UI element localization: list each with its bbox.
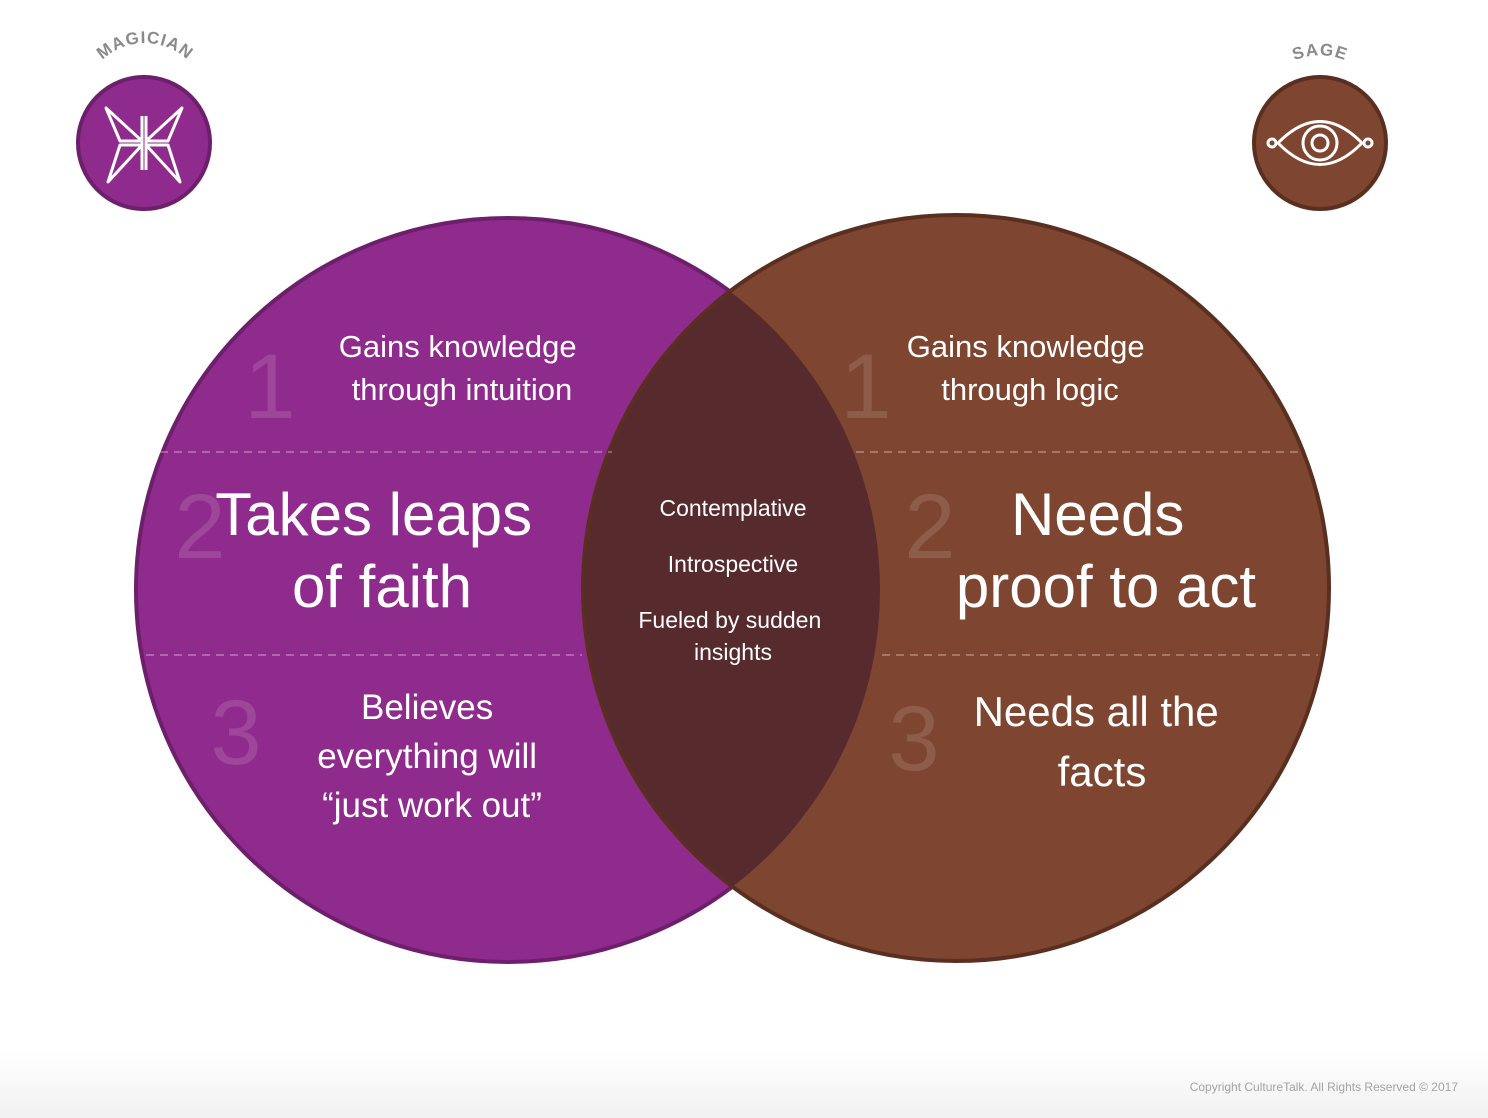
butterfly-icon (104, 106, 184, 184)
sage-badge: SAGE (1252, 40, 1388, 211)
magician-badge-circle (76, 75, 212, 211)
shared-trait-1: Contemplative (659, 495, 806, 521)
shared-traits: Contemplative Introspective Fueled by su… (638, 495, 827, 665)
shared-trait-3: Fueled by sudden insights (638, 607, 827, 665)
sage-label: SAGE (1290, 40, 1350, 64)
row-number-left-3: 3 (210, 682, 261, 784)
row-number-right-2: 2 (904, 476, 955, 578)
magician-trait-3: Believes everything will “just work out” (317, 688, 547, 825)
sage-trait-3: Needs all the facts (974, 688, 1231, 795)
row-number-right-1: 1 (840, 336, 891, 438)
magician-traits: Gains knowledge through intuition Takes … (215, 329, 585, 825)
row-number-right-3: 3 (888, 688, 939, 790)
footer-band (0, 1050, 1488, 1118)
magician-badge: MAGICIAN (76, 28, 212, 211)
row-numbers-left: 1 2 3 (174, 336, 295, 784)
eye-icon (1266, 120, 1374, 166)
magician-trait-2: Takes leaps of faith (215, 481, 549, 620)
magician-trait-1: Gains knowledge through intuition (339, 329, 585, 407)
sage-traits: Gains knowledge through logic Needs proo… (907, 329, 1257, 795)
overlap-outline (581, 218, 880, 962)
row-number-left-2: 2 (174, 476, 225, 578)
shared-trait-2: Introspective (668, 551, 798, 577)
sage-badge-circle (1252, 75, 1388, 211)
sage-trait-2: Needs proof to act (956, 481, 1257, 620)
magician-label: MAGICIAN (93, 28, 197, 63)
sage-trait-1: Gains knowledge through logic (907, 329, 1153, 407)
row-separators (146, 451, 1318, 656)
row-number-left-1: 1 (244, 336, 295, 438)
overlap-region (583, 218, 880, 961)
row-numbers-right: 1 2 3 (840, 336, 955, 790)
copyright-notice: Copyright CultureTalk. All Rights Reserv… (1189, 1080, 1458, 1094)
